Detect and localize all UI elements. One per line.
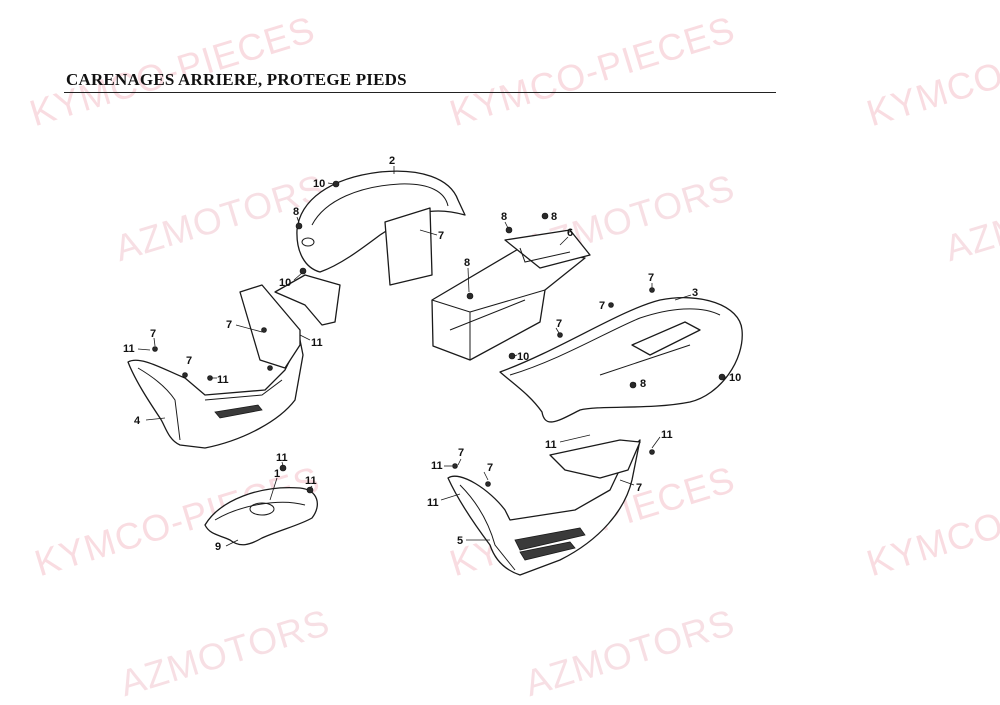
leader-lines — [137, 166, 727, 547]
callout-7: 7 — [599, 300, 605, 312]
callout-8: 8 — [551, 211, 557, 223]
callout-11: 11 — [431, 460, 443, 472]
part-left-footrest — [127, 284, 304, 449]
callout-9: 9 — [215, 541, 221, 553]
part-side-panel — [499, 297, 743, 423]
callout-11: 11 — [217, 374, 229, 386]
callout-11: 11 — [661, 429, 673, 441]
exploded-parts-diagram: 2 10 8 7 10 7 11 7 11 7 11 4 8 8 6 8 7 3… — [123, 155, 743, 576]
diagram-title: CARENAGES ARRIERE, PROTEGE PIEDS — [66, 70, 407, 89]
callout-8: 8 — [464, 257, 470, 269]
part-small-cover — [204, 486, 318, 546]
callout-6: 6 — [567, 227, 573, 239]
title-underline — [64, 92, 776, 93]
callout-7: 7 — [226, 319, 232, 331]
callout-11: 11 — [276, 452, 288, 464]
callout-1: 1 — [274, 468, 280, 480]
callout-11: 11 — [545, 439, 557, 451]
part-rear-fender-upper — [274, 170, 466, 326]
callout-10: 10 — [729, 372, 741, 384]
callout-3: 3 — [692, 287, 698, 299]
callout-10: 10 — [517, 351, 529, 363]
callout-4: 4 — [134, 415, 141, 427]
callout-7: 7 — [186, 355, 192, 367]
callout-labels: 2 10 8 7 10 7 11 7 11 7 11 4 8 8 6 8 7 3… — [123, 155, 741, 553]
callout-7: 7 — [636, 482, 642, 494]
callout-11: 11 — [123, 343, 135, 355]
callout-11: 11 — [305, 475, 317, 487]
callout-10: 10 — [313, 178, 325, 190]
callout-8: 8 — [640, 378, 646, 390]
callout-2: 2 — [389, 155, 395, 167]
fasteners — [152, 180, 726, 494]
callout-7: 7 — [458, 447, 464, 459]
part-center-tray — [431, 229, 591, 361]
callout-10: 10 — [279, 277, 291, 289]
callout-8: 8 — [293, 206, 299, 218]
part-right-footrest — [447, 439, 641, 576]
callout-7: 7 — [150, 328, 156, 340]
callout-11: 11 — [427, 497, 439, 509]
callout-8: 8 — [501, 211, 507, 223]
callout-7: 7 — [556, 318, 562, 330]
callout-5: 5 — [457, 535, 463, 547]
callout-7: 7 — [648, 272, 654, 284]
callout-7: 7 — [487, 462, 493, 474]
callout-11: 11 — [311, 337, 323, 349]
callout-7: 7 — [438, 230, 444, 242]
